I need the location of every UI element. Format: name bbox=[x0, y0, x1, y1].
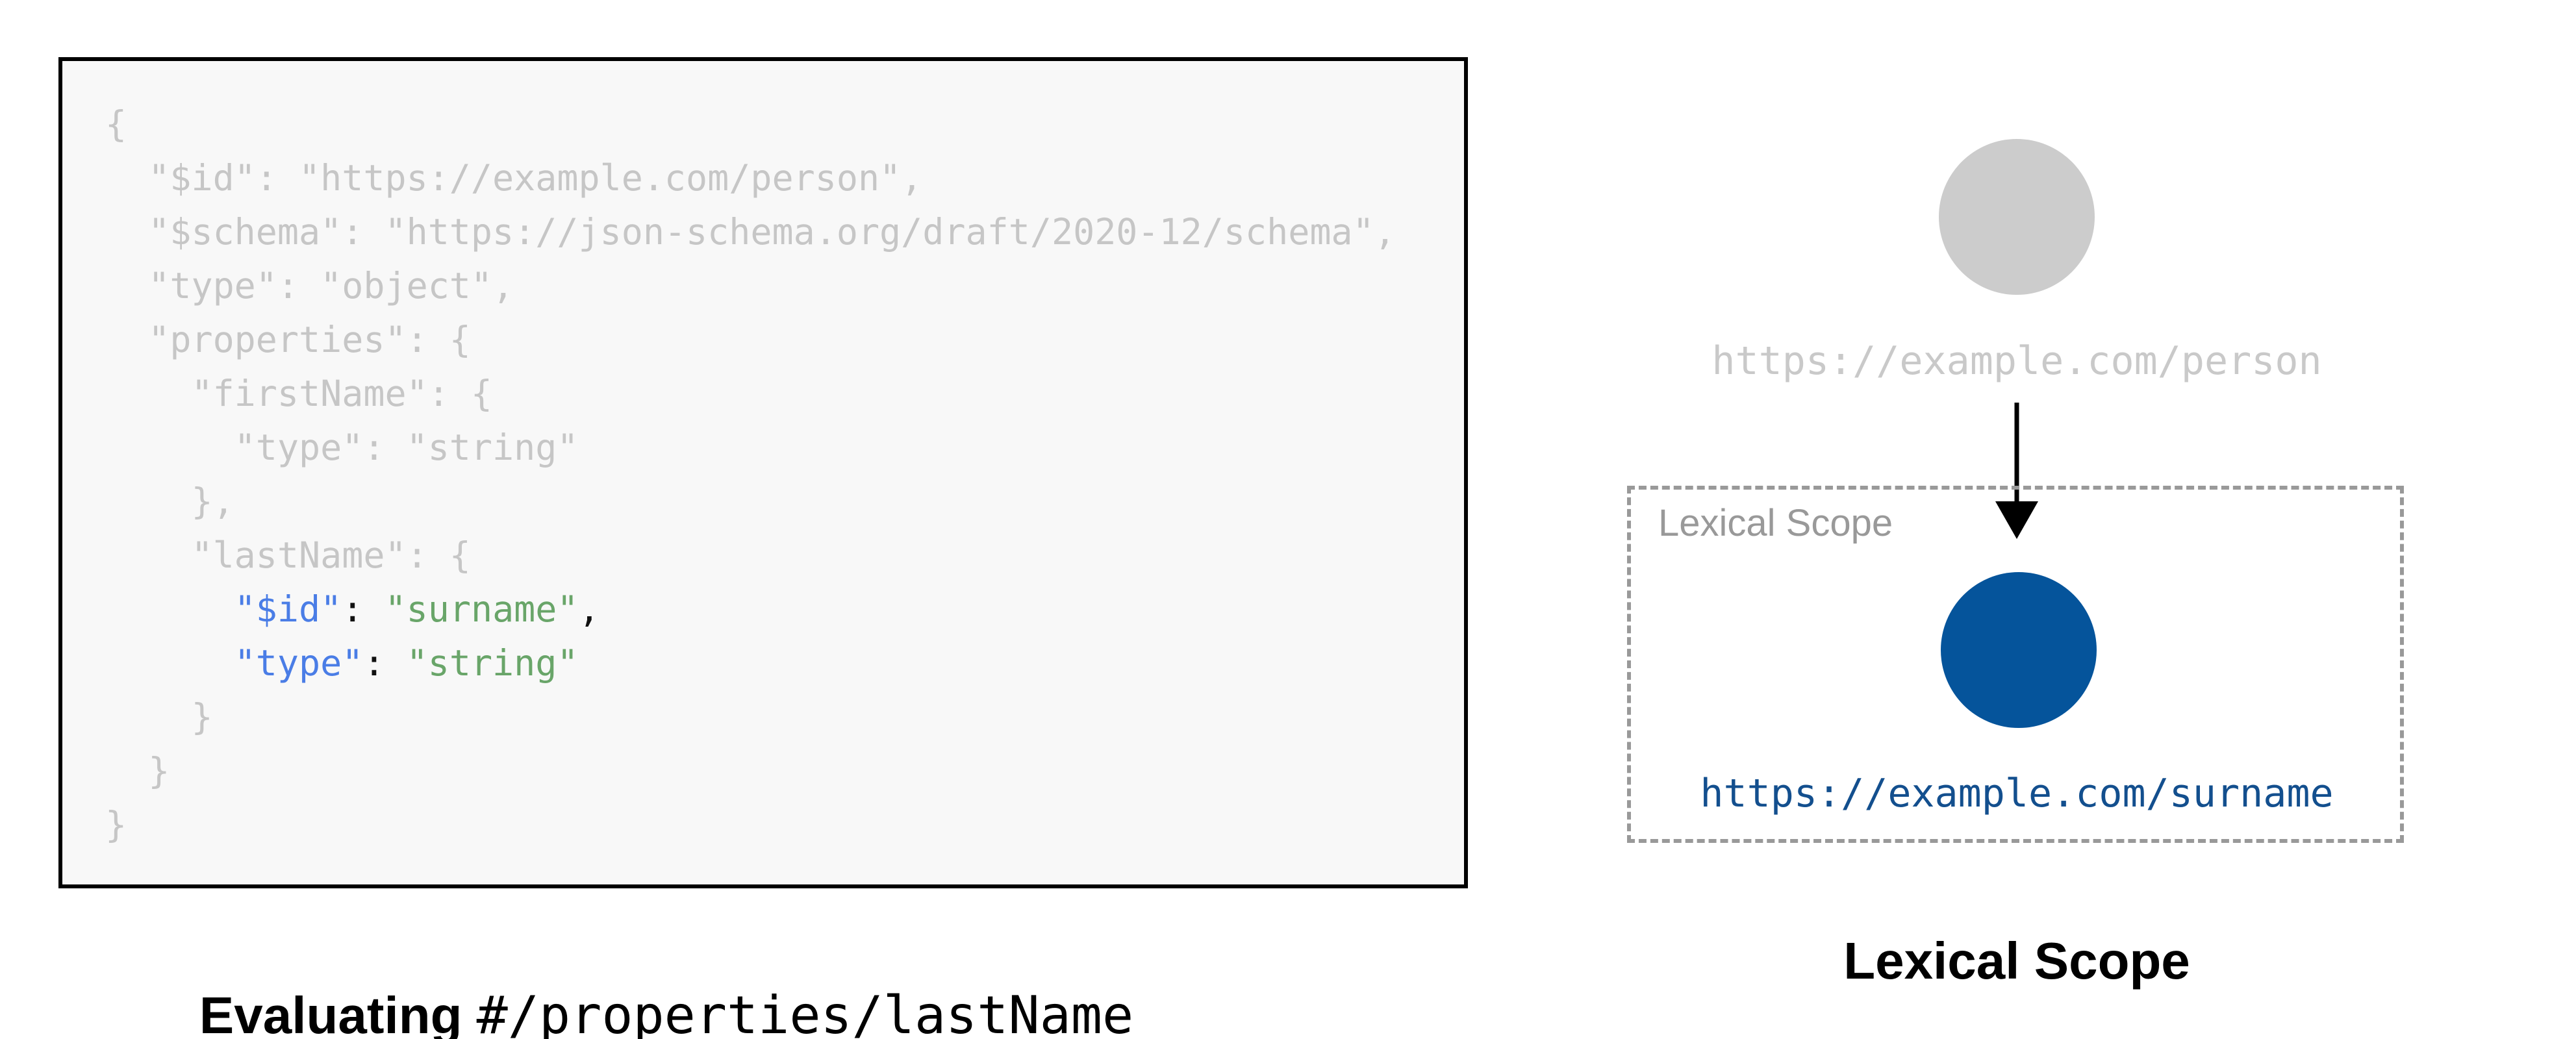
code-token: : bbox=[363, 642, 407, 684]
code-line: "firstName": { bbox=[105, 367, 1396, 421]
code-token: "properties": { bbox=[105, 319, 471, 360]
code-token: "string" bbox=[406, 642, 579, 684]
code-token: }, bbox=[105, 481, 234, 522]
code-token bbox=[105, 588, 234, 630]
code-line: } bbox=[105, 744, 1396, 798]
left-caption: Evaluating #/properties/lastName bbox=[142, 934, 1133, 1039]
lexical-scope-box-label: Lexical Scope bbox=[1658, 502, 1893, 544]
code-token: "surname" bbox=[385, 588, 579, 630]
code-line: "properties": { bbox=[105, 313, 1396, 367]
code-token: "type": "object", bbox=[105, 265, 514, 307]
code-line: "$schema": "https://json-schema.org/draf… bbox=[105, 205, 1396, 259]
code-block: { "$id": "https://example.com/person", "… bbox=[105, 97, 1396, 852]
surname-schema-node bbox=[1941, 572, 2097, 728]
code-token: "$id" bbox=[234, 588, 342, 630]
code-token: : bbox=[342, 588, 385, 630]
person-uri-label: https://example.com/person bbox=[1711, 338, 2322, 384]
code-token: "lastName": { bbox=[105, 534, 471, 576]
code-token: } bbox=[105, 750, 170, 792]
code-token: "$schema": "https://json-schema.org/draf… bbox=[105, 211, 1396, 253]
code-token: "type": "string" bbox=[105, 427, 579, 468]
left-caption-evaluating: Evaluating bbox=[199, 986, 477, 1039]
code-line: } bbox=[105, 690, 1396, 744]
code-token: "firstName": { bbox=[105, 373, 493, 414]
right-caption: Lexical Scope bbox=[1843, 932, 2190, 990]
code-line: { bbox=[105, 97, 1396, 151]
code-token bbox=[105, 642, 234, 684]
code-line: } bbox=[105, 798, 1396, 852]
code-token: { bbox=[105, 103, 127, 145]
code-token: "type" bbox=[234, 642, 364, 684]
code-line: "type": "object", bbox=[105, 259, 1396, 313]
lexical-scope-box: Lexical Scope bbox=[1627, 486, 2404, 843]
code-line: }, bbox=[105, 475, 1396, 529]
left-caption-json-pointer: #/properties/lastName bbox=[476, 985, 1134, 1039]
code-token: } bbox=[105, 804, 127, 845]
code-line: "$id": "https://example.com/person", bbox=[105, 151, 1396, 205]
code-line: "type": "string" bbox=[105, 421, 1396, 475]
code-line: "lastName": { bbox=[105, 529, 1396, 582]
surname-uri-label: https://example.com/surname bbox=[1700, 771, 2334, 816]
code-line: "type": "string" bbox=[105, 636, 1396, 690]
code-token: "$id": "https://example.com/person", bbox=[105, 157, 923, 199]
code-token: , bbox=[578, 588, 600, 630]
person-schema-node bbox=[1939, 139, 2095, 295]
schema-code-panel: { "$id": "https://example.com/person", "… bbox=[58, 57, 1468, 888]
code-token: } bbox=[105, 696, 213, 738]
code-line: "$id": "surname", bbox=[105, 582, 1396, 636]
